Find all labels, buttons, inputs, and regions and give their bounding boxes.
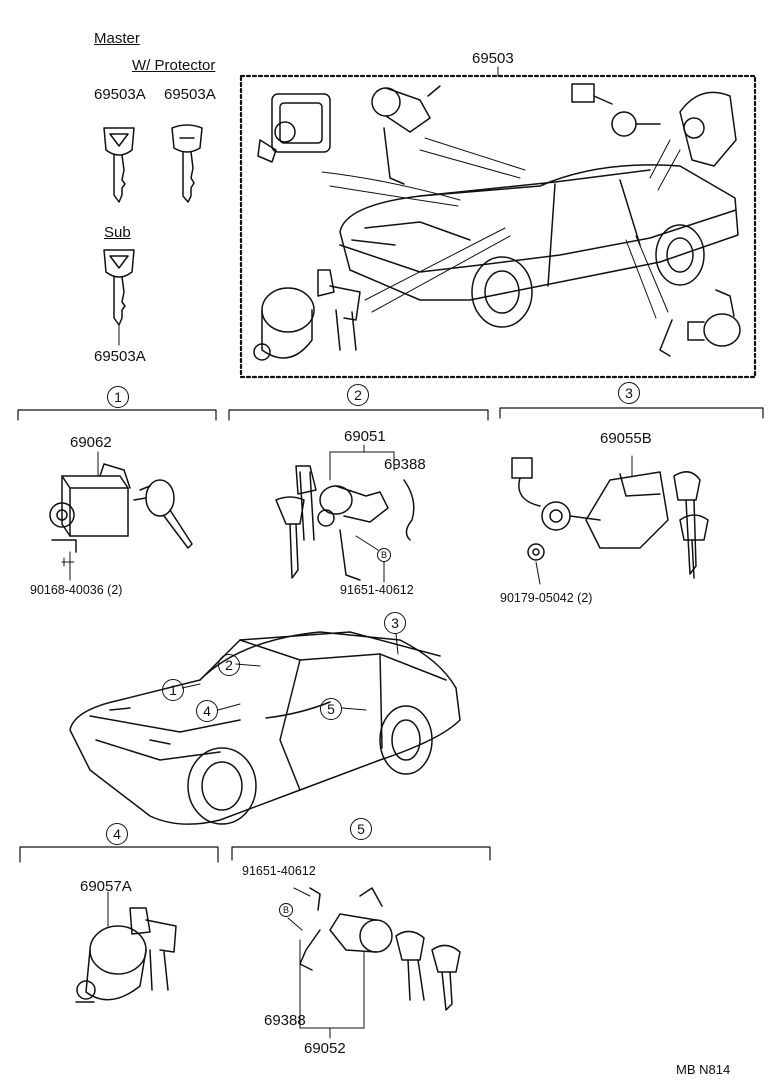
group1-lock-drawing bbox=[49, 463, 193, 553]
kit-glovebox-lock bbox=[257, 93, 331, 163]
car-callout-2: 2 bbox=[218, 654, 240, 676]
group3-part-main: 69055B bbox=[600, 430, 652, 447]
kit-hatch-lock bbox=[679, 91, 737, 167]
master-key-part-number: 69503A bbox=[94, 86, 146, 103]
group5-number: 5 bbox=[350, 818, 372, 840]
kit-door-lock-right bbox=[659, 289, 741, 357]
group2-lock-drawing bbox=[275, 465, 415, 581]
sub-label: Sub bbox=[104, 224, 131, 241]
group2-part-b: 91651-40612 bbox=[340, 583, 414, 597]
sub-key-drawing bbox=[103, 249, 135, 326]
group5-part-clip: 69388 bbox=[264, 1012, 306, 1029]
master-label: Master bbox=[94, 30, 140, 47]
kit-part-number: 69503 bbox=[472, 50, 514, 67]
kit-trunk-light bbox=[571, 83, 661, 137]
footer-code: MB N814 bbox=[676, 1062, 731, 1077]
car-callout-5: 5 bbox=[320, 698, 342, 720]
kit-door-lock bbox=[371, 85, 441, 185]
group1-part-main: 69062 bbox=[70, 434, 112, 451]
protector-key-drawing bbox=[171, 124, 203, 203]
group1-number: 1 bbox=[107, 386, 129, 408]
car-callout-3: 3 bbox=[384, 612, 406, 634]
protector-key-part-number: 69503A bbox=[164, 86, 216, 103]
master-key-drawing bbox=[103, 127, 135, 203]
group5-b-mark: B bbox=[279, 903, 293, 917]
group2-number: 2 bbox=[347, 384, 369, 406]
group2-part-clip: 69388 bbox=[384, 456, 426, 473]
car-callout-1: 1 bbox=[162, 679, 184, 701]
group3-part-nut: 90179-05042 (2) bbox=[500, 591, 593, 605]
protector-label: W/ Protector bbox=[132, 57, 216, 74]
group4-number: 4 bbox=[106, 823, 128, 845]
group4-part-main: 69057A bbox=[80, 878, 132, 895]
kit-ignition-lock bbox=[253, 269, 361, 361]
kit-car-drawing bbox=[339, 164, 739, 328]
group2-part-main: 69051 bbox=[344, 428, 386, 445]
group4-lock-drawing bbox=[75, 907, 177, 1003]
car-callout-4: 4 bbox=[196, 700, 218, 722]
main-car-drawing bbox=[69, 631, 461, 825]
group1-part-screw: 90168-40036 (2) bbox=[30, 583, 123, 597]
group5-part-b: 91651-40612 bbox=[242, 864, 316, 878]
group3-number: 3 bbox=[618, 382, 640, 404]
sub-key-part-number: 69503A bbox=[94, 348, 146, 365]
group5-lock-drawing bbox=[299, 887, 461, 1011]
group5-part-main: 69052 bbox=[304, 1040, 346, 1057]
group3-lock-drawing bbox=[511, 457, 709, 579]
group2-b-mark: B bbox=[377, 548, 391, 562]
